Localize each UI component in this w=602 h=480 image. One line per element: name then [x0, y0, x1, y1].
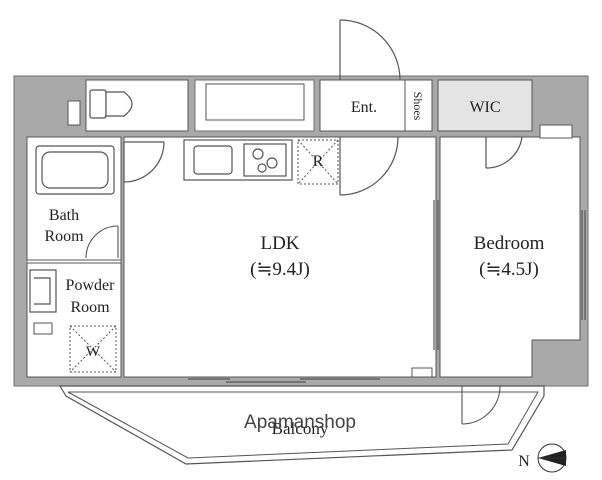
balcony-door: [461, 385, 501, 425]
storage-niche: [205, 83, 305, 121]
bedroom-label: Bedroom: [474, 233, 545, 254]
refrigerator-spot: [297, 139, 339, 185]
washer-spot: [69, 325, 117, 373]
shoes-cabinet: [404, 79, 433, 132]
wall-fixture: [539, 124, 573, 139]
bath-room-label: Room: [44, 228, 84, 245]
bedroom-door: [485, 136, 523, 169]
wall-fixture: [33, 322, 53, 335]
bath-label: Bath: [49, 207, 79, 224]
entrance-area: [319, 79, 406, 132]
toilet-icon: [89, 89, 133, 119]
compass-icon: [537, 443, 567, 473]
washer-label: W: [86, 344, 101, 360]
wall-fixture: [67, 100, 81, 126]
stove-icon: [243, 143, 287, 177]
wall-fixture: [411, 367, 433, 378]
bathroom-inner-door: [85, 225, 119, 259]
watermark-text: Apamanshop: [244, 412, 356, 433]
balcony-label: Balcony: [272, 419, 329, 438]
sink-icon: [193, 145, 233, 175]
ldk-size-label: (≒9.4J): [250, 259, 310, 280]
powder-label: Powder: [66, 277, 116, 294]
ldk-label: LDK: [260, 233, 299, 254]
bedroom-room: [439, 136, 581, 378]
wic-room: [437, 79, 533, 132]
shoes-label: Shoes: [411, 92, 425, 121]
powder-room-label: Room: [70, 299, 110, 316]
bathtub-icon: [35, 145, 115, 195]
vanity-icon: [29, 269, 57, 313]
bath-door: [123, 141, 165, 183]
sliding-window: [188, 200, 586, 383]
wic-label: WIC: [469, 99, 500, 116]
compass-north-label: N: [518, 453, 530, 470]
bedroom-size-label: (≒4.5J): [479, 259, 539, 280]
entrance-label: Ent.: [351, 99, 377, 116]
entrance-door: [339, 19, 401, 196]
balcony: [58, 385, 545, 465]
refrigerator-label: R: [313, 153, 324, 170]
